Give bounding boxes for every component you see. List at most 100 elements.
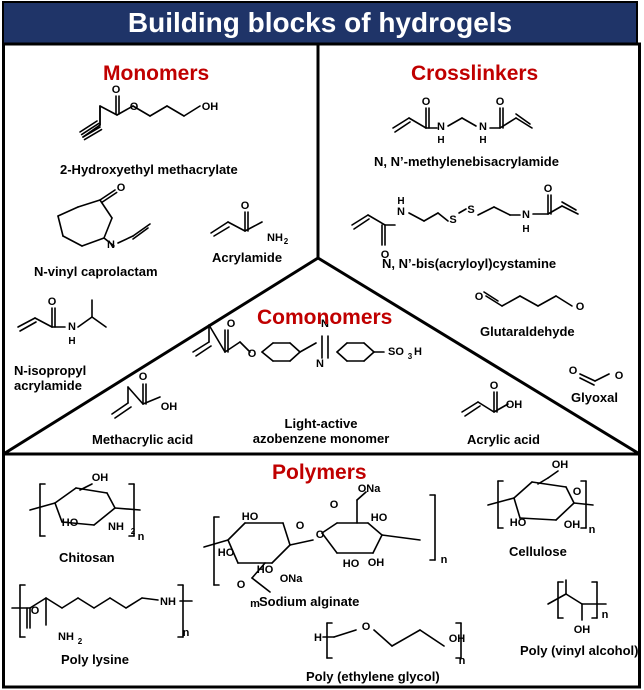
atom-label: HO <box>218 547 235 559</box>
atom-label: O <box>422 96 431 108</box>
atom-label: O <box>316 529 325 541</box>
atom-label: N <box>321 318 329 330</box>
atom-label: n <box>138 531 145 543</box>
label-acrylic-acid: Acrylic acid <box>467 432 540 447</box>
atom-label: OH <box>574 624 591 636</box>
atom-label: OH <box>506 399 523 411</box>
atom-label: S <box>467 204 474 216</box>
label-azobenzene-monomer: Light-active azobenzene monomer <box>252 416 390 446</box>
figure-title: Building blocks of hydrogels <box>2 1 638 45</box>
atom-label: 2 <box>78 637 83 646</box>
atom-label: O <box>130 101 139 113</box>
label-sodium-alginate: Sodium alginate <box>259 594 360 609</box>
atom-label: n <box>589 524 596 536</box>
atom-label: HO <box>62 517 79 529</box>
atom-label: N <box>397 206 405 218</box>
atom-label: n <box>183 627 190 639</box>
atom-label: O <box>475 291 484 303</box>
label-n-isopropyl-acrylamide: N-isopropyl acrylamide <box>14 363 87 393</box>
atom-label: S <box>449 214 456 226</box>
heading-polymers: Polymers <box>272 461 367 484</box>
atom-label: HO <box>242 511 259 523</box>
atom-label: O <box>576 301 585 313</box>
atom-label: HO <box>343 558 360 570</box>
structure-acrylic-acid: OOH <box>461 380 523 417</box>
atom-label: O <box>362 621 371 633</box>
atom-label: OH <box>161 401 178 413</box>
label-n-vinyl-caprolactam: N-vinyl caprolactam <box>34 264 158 279</box>
atom-label: H <box>314 632 322 644</box>
structure-methacrylic-acid: O OH <box>111 371 178 419</box>
atom-label: ONa <box>358 483 382 495</box>
atom-label: O <box>237 579 246 591</box>
atom-label: O <box>544 183 553 195</box>
heading-crosslinkers: Crosslinkers <box>411 62 539 85</box>
atom-label: NH <box>108 521 124 533</box>
atom-label: N <box>68 321 76 333</box>
atom-label: O <box>139 371 148 383</box>
label-bac: N, N’-bis(acryloyl)cystamine <box>382 256 557 271</box>
atom-label: 2 <box>284 237 289 246</box>
atom-label: 2 <box>131 527 136 536</box>
atom-label: H <box>479 135 486 146</box>
atom-label: HO <box>510 517 527 529</box>
atom-label: N <box>479 121 487 133</box>
heading-comonomers: Comonomers <box>257 306 393 329</box>
structure-pva: OH n <box>547 579 609 636</box>
atom-label: N <box>522 209 530 221</box>
atom-label: N <box>316 358 324 370</box>
label-hema: 2-Hydroxyethyl methacrylate <box>60 162 238 177</box>
structure-nipam: ONH <box>17 296 107 347</box>
atom-label: N <box>107 239 115 251</box>
atom-label: OH <box>368 557 385 569</box>
atom-label: H <box>437 135 444 146</box>
atom-label: O <box>227 318 236 330</box>
label-poly-lysine: Poly lysine <box>61 652 129 667</box>
atom-label: ONa <box>280 573 304 585</box>
atom-label: OH <box>564 519 581 531</box>
divider-triangle-left <box>2 256 319 456</box>
label-acrylamide: Acrylamide <box>212 250 283 265</box>
atom-label: HO <box>371 512 388 524</box>
label-glyoxal: Glyoxal <box>571 390 618 405</box>
label-peg: Poly (ethylene glycol) <box>306 669 440 684</box>
atom-label: NH <box>160 596 176 608</box>
label-mba: N, N’-methylenebisacrylamide <box>374 154 559 169</box>
atom-label: H <box>522 224 529 235</box>
structure-poly-lysine: O NH 2 NH n <box>11 584 193 646</box>
atom-label: O <box>117 182 126 194</box>
atom-label: n <box>441 554 448 566</box>
atom-label: O <box>112 84 121 96</box>
atom-label: N <box>437 121 445 133</box>
atom-label: m <box>250 598 260 610</box>
label-chitosan: Chitosan <box>59 550 115 565</box>
atom-label: O <box>381 249 390 261</box>
atom-label: O <box>296 520 305 532</box>
atom-label: H <box>414 346 422 358</box>
atom-label: O <box>31 605 40 617</box>
heading-monomers: Monomers <box>103 62 210 85</box>
atom-label: O <box>248 348 257 360</box>
atom-label: NH <box>58 631 74 643</box>
structure-n-vinyl-caprolactam: ON <box>57 182 151 251</box>
atom-label: O <box>573 486 582 498</box>
atom-label: n <box>602 609 609 621</box>
atom-label: O <box>615 370 624 382</box>
outer-border <box>2 42 641 689</box>
label-cellulose: Cellulose <box>509 544 567 559</box>
divider-triangle-right <box>317 256 641 456</box>
atom-label: n <box>459 655 466 667</box>
atom-label: O <box>241 200 250 212</box>
atom-label: OH <box>202 101 219 113</box>
atom-label: O <box>496 96 505 108</box>
